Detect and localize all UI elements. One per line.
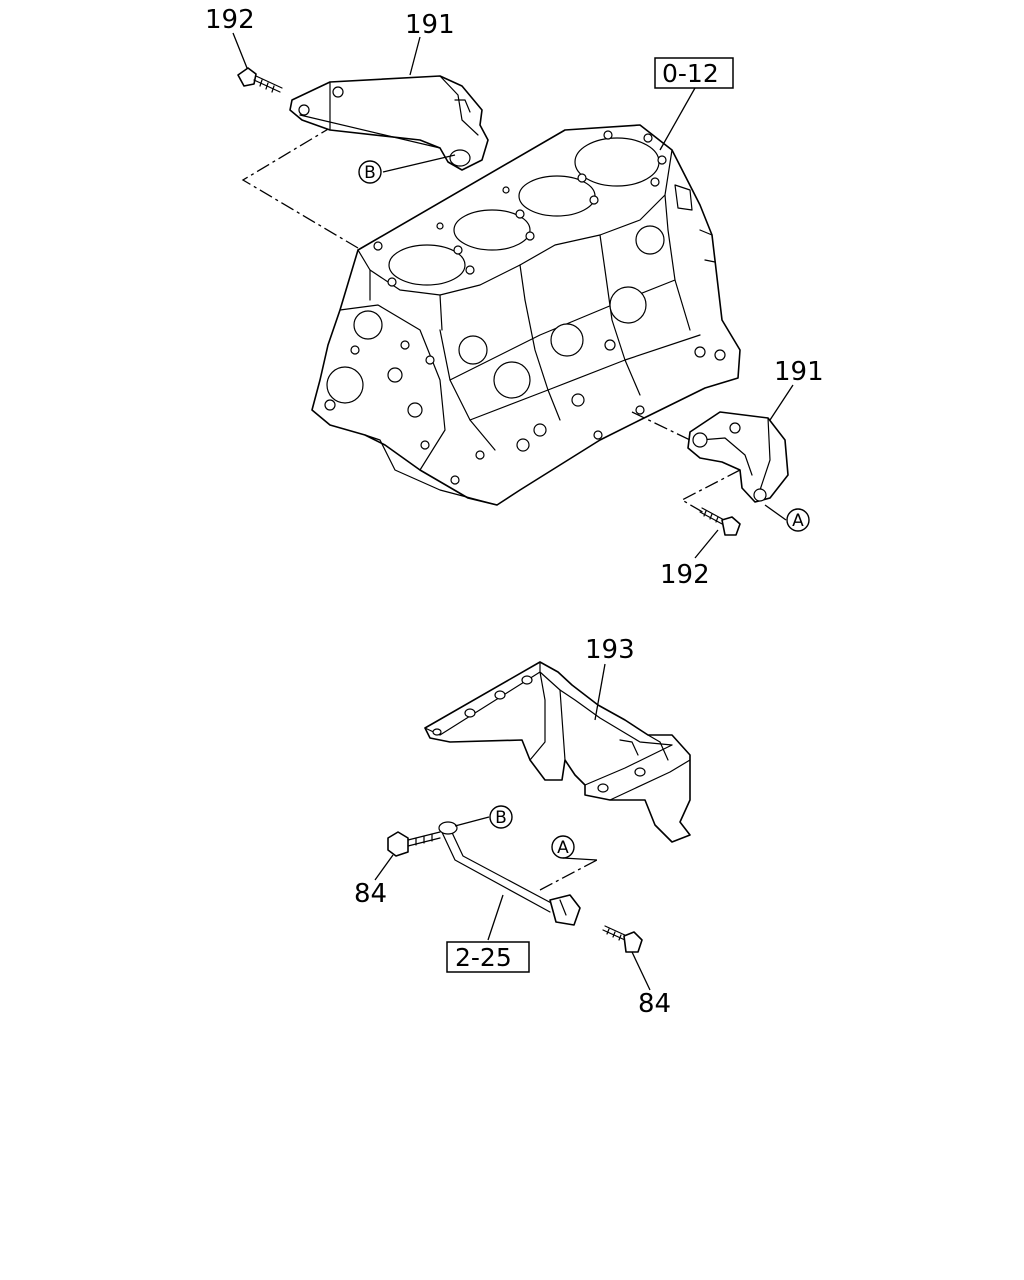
- marker-a-lower-letter: A: [792, 511, 804, 531]
- bolt-84-right: [602, 925, 643, 953]
- engine-block: [311, 124, 741, 506]
- ref-box-0-12: 0-12: [654, 57, 734, 89]
- callout-191-lower: 191: [774, 357, 824, 387]
- callout-192-upper: 192: [205, 5, 255, 35]
- leader-192-upper: [232, 32, 248, 69]
- leader-84-right: [631, 951, 651, 991]
- leader-191-upper: [409, 36, 421, 76]
- marker-a-lower: A: [786, 508, 810, 532]
- callout-192-lower: 192: [660, 560, 710, 590]
- callout-193: 193: [585, 635, 635, 665]
- bracket-lower: [687, 411, 789, 503]
- callout-84-left: 84: [354, 879, 387, 909]
- leader-b-pipe: [454, 816, 490, 827]
- ref-0-12-label: 0-12: [662, 59, 719, 88]
- callout-191-upper: 191: [405, 10, 455, 40]
- bolt-84-left: [387, 831, 441, 857]
- leader-192-lower: [694, 529, 719, 559]
- leader-84-left: [374, 854, 394, 881]
- marker-b-upper-letter: B: [364, 163, 376, 183]
- leader-a-lower: [764, 504, 787, 521]
- callout-84-right: 84: [638, 989, 671, 1019]
- bolt-upper: [237, 67, 283, 93]
- leader-2-25: [487, 894, 504, 941]
- bolt-lower: [699, 507, 741, 536]
- marker-b-pipe: B: [489, 805, 513, 829]
- ref-box-2-25: 2-25: [446, 941, 530, 973]
- leader-a-pipe: [562, 857, 598, 861]
- leader-b-upper: [382, 154, 456, 173]
- leader-0-12: [659, 87, 696, 151]
- ref-2-25-label: 2-25: [455, 943, 512, 972]
- marker-b-upper: B: [358, 160, 382, 184]
- leader-191-lower: [769, 384, 794, 421]
- stiffener-bracket: [424, 661, 691, 843]
- oil-pipe: [438, 821, 581, 926]
- leader-193: [594, 663, 606, 721]
- bracket-upper: [289, 75, 489, 171]
- marker-b-pipe-letter: B: [495, 808, 507, 828]
- marker-a-pipe-letter: A: [557, 838, 569, 858]
- marker-a-pipe: A: [551, 835, 575, 859]
